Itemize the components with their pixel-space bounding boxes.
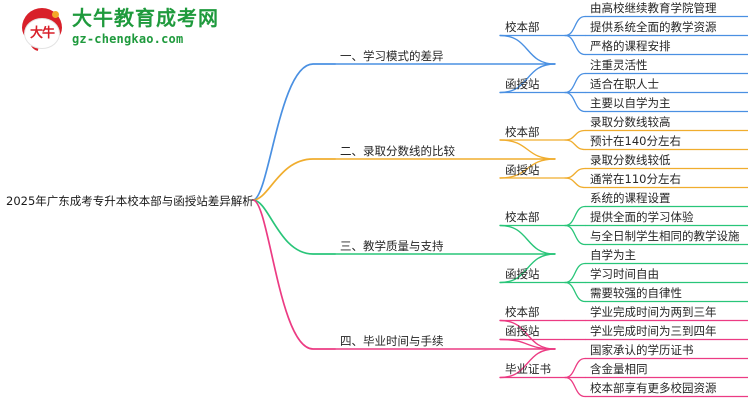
sub-node-b2-g0[interactable]: 校本部 — [505, 210, 540, 224]
logo-wordmark: 大牛教育成考网 gz-chengkao.com — [72, 6, 219, 47]
leaf-node-b1-g0-0[interactable]: 录取分数线较高 — [590, 115, 671, 129]
logo-title: 大牛教育成考网 — [72, 6, 219, 30]
leaf-node-b0-g0-2[interactable]: 严格的课程安排 — [590, 39, 671, 53]
topic-node-2[interactable]: 三、教学质量与支持 — [340, 238, 444, 253]
leaf-node-b1-g1-0[interactable]: 录取分数线较低 — [590, 153, 671, 167]
leaf-node-b2-g0-0[interactable]: 系统的课程设置 — [590, 191, 671, 205]
leaf-node-b2-g1-1[interactable]: 学习时间自由 — [590, 267, 659, 281]
leaf-node-b1-g1-1[interactable]: 通常在110分左右 — [590, 172, 681, 186]
leaf-node-b2-g1-2[interactable]: 需要较强的自律性 — [590, 286, 682, 300]
mindmap-root-node[interactable]: 2025年广东成考专升本校本部与函授站差异解析 — [6, 194, 254, 208]
sub-node-b3-g2[interactable]: 毕业证书 — [505, 362, 551, 376]
leaf-node-b3-g0-0[interactable]: 学业完成时间为两到三年 — [590, 305, 717, 319]
leaf-node-b3-g2-2[interactable]: 校本部享有更多校园资源 — [590, 381, 717, 395]
logo-mark-text: 大牛 — [29, 26, 55, 41]
leaf-node-b0-g1-0[interactable]: 注重灵活性 — [590, 58, 648, 72]
leaf-node-b3-g2-0[interactable]: 国家承认的学历证书 — [590, 343, 694, 357]
topic-node-0[interactable]: 一、学习模式的差异 — [340, 48, 444, 63]
logo-subtitle: gz-chengkao.com — [72, 32, 184, 46]
leaf-node-b0-g0-0[interactable]: 由高校继续教育学院管理 — [590, 1, 717, 15]
topic-node-3[interactable]: 四、毕业时间与手续 — [340, 333, 444, 348]
logo-bubble-icon: 大牛 — [22, 8, 64, 50]
sub-node-b0-g1[interactable]: 函授站 — [505, 77, 540, 91]
site-logo[interactable]: 大牛 大牛教育成考网 gz-chengkao.com — [22, 6, 252, 52]
leaf-node-b3-g2-1[interactable]: 含金量相同 — [590, 362, 648, 376]
sub-node-b3-g1[interactable]: 函授站 — [505, 324, 540, 338]
sub-node-b3-g0[interactable]: 校本部 — [505, 305, 540, 319]
leaf-node-b1-g0-1[interactable]: 预计在140分左右 — [590, 134, 681, 148]
leaf-node-b3-g1-0[interactable]: 学业完成时间为三到四年 — [590, 324, 717, 338]
sub-node-b1-g0[interactable]: 校本部 — [505, 124, 540, 139]
leaf-node-b2-g0-2[interactable]: 与全日制学生相同的教学设施 — [590, 229, 740, 243]
sub-node-b0-g0[interactable]: 校本部 — [505, 20, 540, 34]
leaf-node-b0-g1-1[interactable]: 适合在职人士 — [590, 77, 659, 91]
leaf-node-b2-g0-1[interactable]: 提供全面的学习体验 — [590, 210, 694, 224]
leaf-node-b0-g1-2[interactable]: 主要以自学为主 — [590, 96, 671, 110]
leaf-node-b2-g1-0[interactable]: 自学为主 — [590, 248, 636, 262]
logo-dot-icon — [52, 11, 59, 18]
topic-node-1[interactable]: 二、录取分数线的比较 — [340, 143, 455, 158]
sub-node-b1-g1[interactable]: 函授站 — [505, 162, 540, 177]
sub-node-b2-g1[interactable]: 函授站 — [505, 267, 540, 281]
leaf-node-b0-g0-1[interactable]: 提供系统全面的教学资源 — [590, 20, 717, 34]
